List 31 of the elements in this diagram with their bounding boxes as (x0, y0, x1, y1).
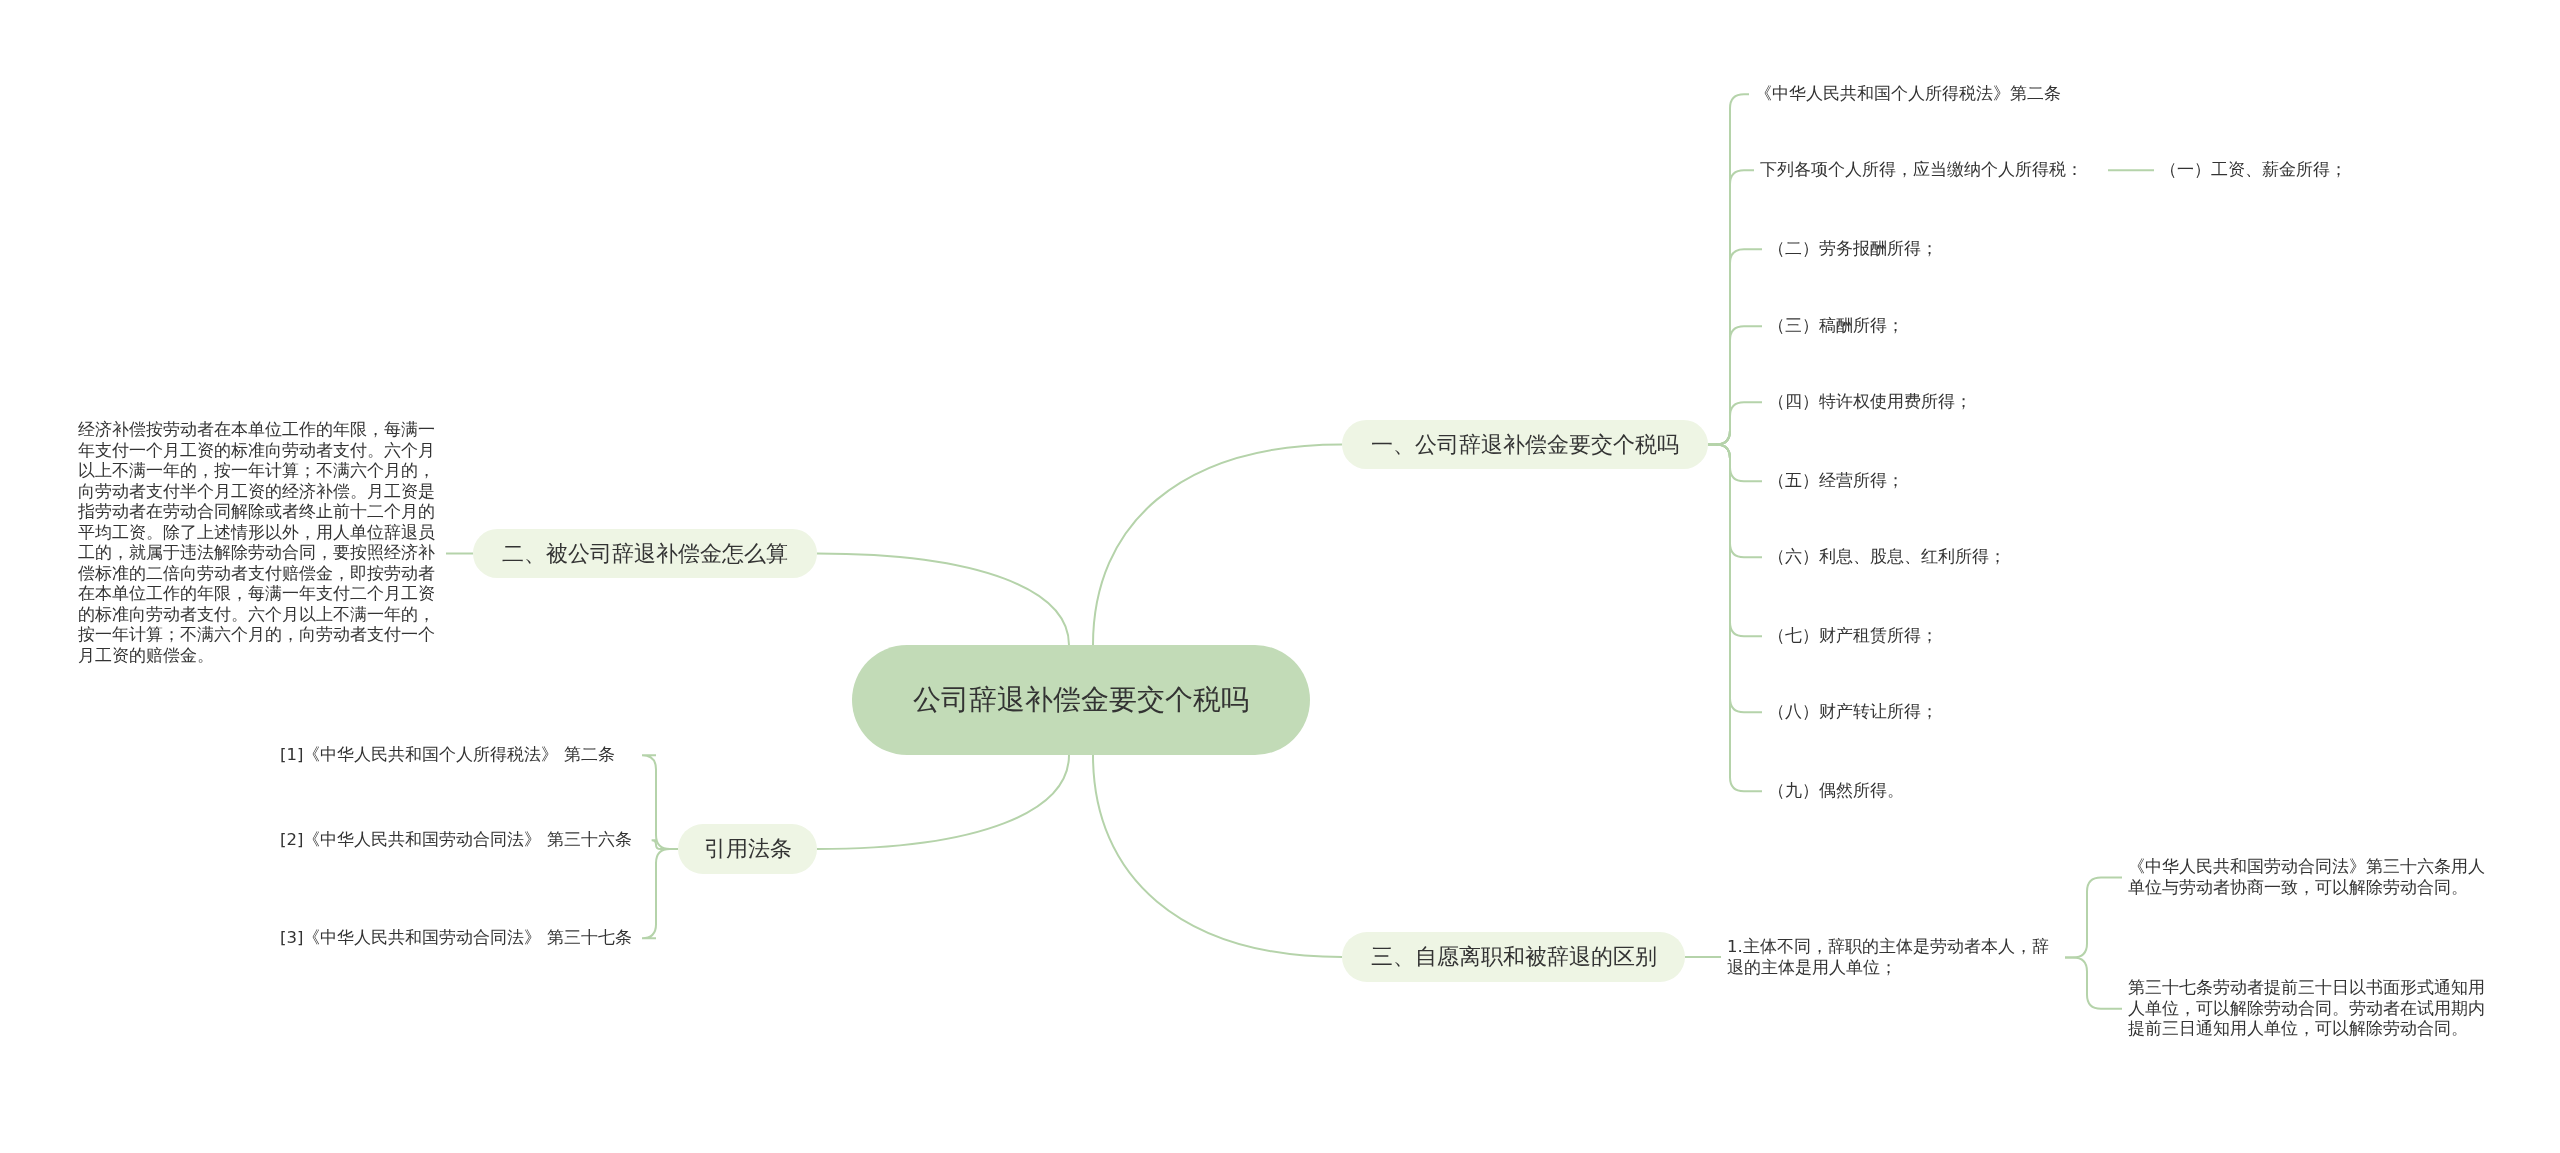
connector-line (816, 552, 1070, 646)
branch-text: （一）工资、薪金所得； (2160, 160, 2460, 181)
branch-text: 《中华人民共和国劳动合同法》第三十六条用人单位与劳动者协商一致，可以解除劳动合同。 (2128, 857, 2490, 898)
connector-line (2107, 169, 2155, 172)
branch-text: [1]《中华人民共和国个人所得税法》 第二条 (280, 745, 650, 766)
branch-text: （六）利息、股息、红利所得； (1768, 547, 2068, 568)
branch-text: [2]《中华人民共和国劳动合同法》 第三十六条 (280, 830, 650, 851)
branch-text: （五）经营所得； (1768, 471, 2068, 492)
branch-text: 经济补偿按劳动者在本单位工作的年限，每满一年支付一个月工资的标准向劳动者支付。六个月以上不满一年的，按一年计算；不满六个月的，向劳动者支付半个月工资的经济补偿。月工资是指劳动者在劳动合同解除或者终止前十二个月的平均工资。除了上述情形以外，用人单位辞退员工的，就属于违法解除劳动合同，要按照经济补偿标准的二倍向劳动者支付赔偿金，即按劳动者在本单位工作的年限，每满一年支付二个月工资的标准向劳动者支付。六个月以上不满一年的，按一年计算；不满六个月的，向劳动者支付一个月工资的赔偿金。 (78, 420, 440, 666)
connector-line (816, 754, 1070, 850)
branch-text: （九）偶然所得。 (1768, 781, 2068, 802)
topic-pill: 二、被公司辞退补偿金怎么算 (473, 529, 817, 578)
branch-text: [3]《中华人民共和国劳动合同法》 第三十七条 (280, 928, 650, 949)
connector-line (2064, 956, 2123, 1010)
topic-pill: 一、公司辞退补偿金要交个税吗 (1342, 420, 1708, 469)
connector-line (1092, 443, 1343, 646)
branch-text: 《中华人民共和国个人所得税法》第二条 (1755, 84, 2175, 105)
branch-text: 1.主体不同，辞职的主体是劳动者本人，辞退的主体是用人单位； (1727, 937, 2057, 978)
branch-text: （三）稿酬所得； (1768, 316, 2068, 337)
connector-line (1092, 754, 1343, 958)
connector-line (445, 552, 474, 555)
branch-text: （八）财产转让所得； (1768, 702, 2068, 723)
branch-text: （七）财产租赁所得； (1768, 626, 2068, 647)
branch-text: 下列各项个人所得，应当缴纳个人所得税： (1760, 160, 2100, 181)
branch-text: （二）劳务报酬所得； (1768, 239, 2068, 260)
connector-line (1684, 956, 1722, 958)
branch-text: 第三十七条劳动者提前三十日以书面形式通知用人单位，可以解除劳动合同。劳动者在试用期内提前三日通知用人单位，可以解除劳动合同。 (2128, 978, 2490, 1040)
branch-text: （四）特许权使用费所得； (1768, 392, 2068, 413)
topic-pill: 引用法条 (678, 824, 817, 874)
central-topic: 公司辞退补偿金要交个税吗 (852, 645, 1310, 755)
topic-pill: 三、自愿离职和被辞退的区别 (1342, 932, 1685, 982)
